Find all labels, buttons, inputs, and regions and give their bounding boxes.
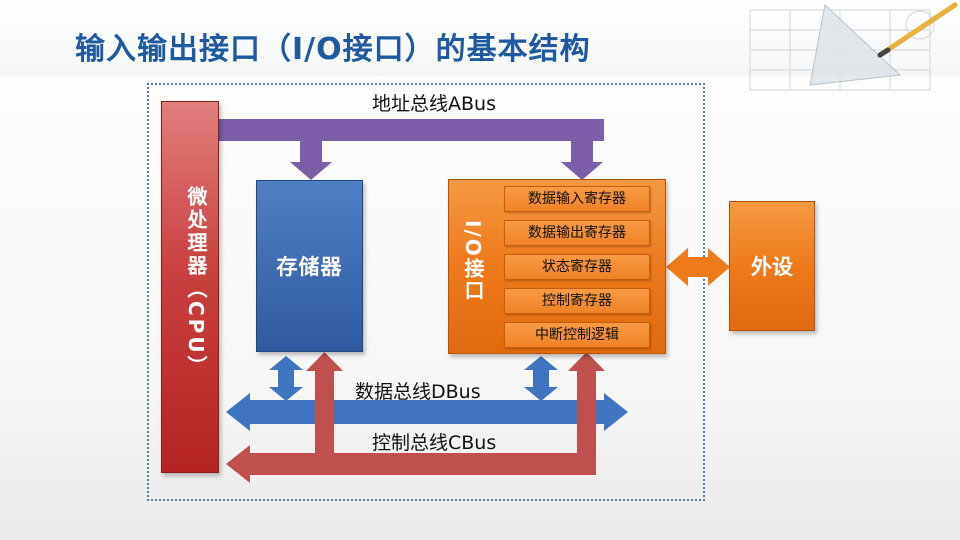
memory-label: 存储器 [276,255,343,279]
address-bus-arrow-io [561,162,603,180]
drafting-tools-decoration [749,2,958,91]
control-bus [226,352,605,483]
io-interface-block: I/O接口 数据输入寄存器 数据输出寄存器 状态寄存器 控制寄存器 中断控制逻辑 [448,179,666,354]
register-list: 数据输入寄存器 数据输出寄存器 状态寄存器 控制寄存器 中断控制逻辑 [504,186,650,356]
peripheral-block: 外设 [729,201,815,331]
slide-title: 输入输出接口（I/O接口）的基本结构 [75,32,591,67]
title-band [0,0,960,76]
control-bus-riser-io [577,370,596,453]
system-boundary-frame [147,83,705,501]
control-bus-label: 控制总线CBus [372,432,497,454]
control-bus-arrow-io [568,352,605,371]
io-interface-label: I/O接口 [461,220,485,302]
peripheral-link [666,248,730,286]
address-bus-drop-memory [300,119,322,162]
register-data-input: 数据输入寄存器 [504,186,650,212]
memory-block: 存储器 [256,180,363,352]
register-status: 状态寄存器 [504,254,650,280]
address-bus [219,119,604,180]
cpu-label: 微处理器（CPU） [184,186,208,379]
data-bus-link-memory [269,356,303,401]
interrupt-control-logic: 中断控制逻辑 [504,322,650,348]
peripheral-label: 外设 [751,255,793,279]
data-bus-label: 数据总线DBus [355,381,481,403]
control-bus-riser-memory [315,370,334,453]
register-data-output: 数据输出寄存器 [504,220,650,246]
data-bus-link-io [524,356,558,401]
control-bus-trunk [226,445,596,483]
address-bus-trunk [219,119,604,141]
address-bus-drop-io [571,119,593,162]
io-peripheral-arrow [666,248,730,286]
control-bus-arrow-memory [306,352,343,371]
address-bus-arrow-memory [290,162,332,180]
register-control: 控制寄存器 [504,288,650,314]
cpu-block: 微处理器（CPU） [161,101,219,473]
address-bus-label: 地址总线ABus [372,93,496,115]
